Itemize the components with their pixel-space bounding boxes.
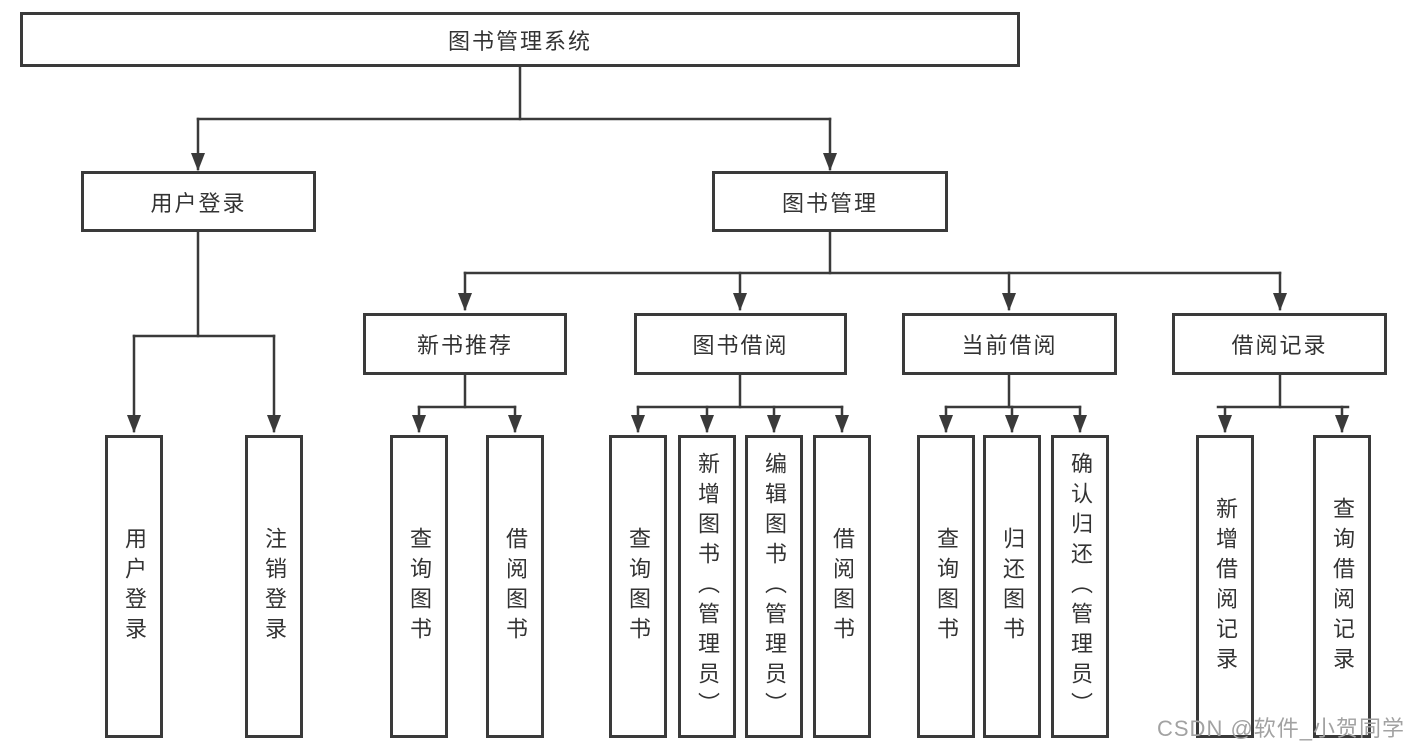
leaf-query-books-current-label: 查询图书: [934, 526, 959, 647]
leaf-borrow-books-recommend-label: 借阅图书: [503, 526, 528, 647]
node-book-management-label: 图书管理: [781, 190, 878, 216]
leaf-query-books-borrowing-label: 查询图书: [626, 526, 651, 647]
leaf-confirm-return-admin: 确认归还（管理员）: [1051, 435, 1109, 738]
leaf-return-books: 归还图书: [983, 435, 1041, 738]
leaf-add-borrow-record: 新增借阅记录: [1196, 435, 1254, 738]
leaf-return-books-label: 归还图书: [1000, 526, 1025, 647]
node-new-book-recommend: 新书推荐: [363, 313, 567, 375]
leaf-logout: 注销登录: [245, 435, 303, 738]
leaf-query-books-recommend: 查询图书: [390, 435, 448, 738]
leaf-query-books-current: 查询图书: [917, 435, 975, 738]
leaf-edit-book-admin-label: 编辑图书（管理员）: [762, 451, 787, 722]
node-root-system: 图书管理系统: [20, 12, 1020, 67]
leaf-add-book-admin-label: 新增图书（管理员）: [695, 451, 720, 722]
node-book-borrowing: 图书借阅: [634, 313, 847, 375]
leaf-borrow-books-recommend: 借阅图书: [486, 435, 544, 738]
node-user-login-label: 用户登录: [150, 190, 247, 216]
leaf-query-borrow-record-label: 查询借阅记录: [1330, 496, 1355, 677]
leaf-borrow-books-borrowing: 借阅图书: [813, 435, 871, 738]
leaf-confirm-return-admin-label: 确认归还（管理员）: [1068, 451, 1093, 722]
node-current-borrowing: 当前借阅: [902, 313, 1117, 375]
node-book-borrowing-label: 图书借阅: [692, 333, 789, 358]
node-current-borrowing-label: 当前借阅: [961, 333, 1058, 358]
leaf-query-books-recommend-label: 查询图书: [407, 526, 432, 647]
leaf-edit-book-admin: 编辑图书（管理员）: [745, 435, 803, 738]
watermark-text: CSDN @软件_小贺同学: [1157, 716, 1405, 741]
leaf-add-book-admin: 新增图书（管理员）: [678, 435, 736, 738]
node-book-management: 图书管理: [712, 171, 948, 232]
node-user-login: 用户登录: [81, 171, 316, 232]
leaf-borrow-books-borrowing-label: 借阅图书: [830, 526, 855, 647]
leaf-query-books-borrowing: 查询图书: [609, 435, 667, 738]
leaf-user-login-label: 用户登录: [122, 526, 147, 647]
leaf-user-login: 用户登录: [105, 435, 163, 738]
leaf-add-borrow-record-label: 新增借阅记录: [1213, 496, 1238, 677]
node-borrowing-records-label: 借阅记录: [1231, 333, 1328, 358]
node-root-system-label: 图书管理系统: [447, 28, 592, 54]
leaf-query-borrow-record: 查询借阅记录: [1313, 435, 1371, 738]
node-borrowing-records: 借阅记录: [1172, 313, 1387, 375]
node-new-book-recommend-label: 新书推荐: [416, 333, 513, 358]
leaf-logout-label: 注销登录: [262, 526, 287, 647]
